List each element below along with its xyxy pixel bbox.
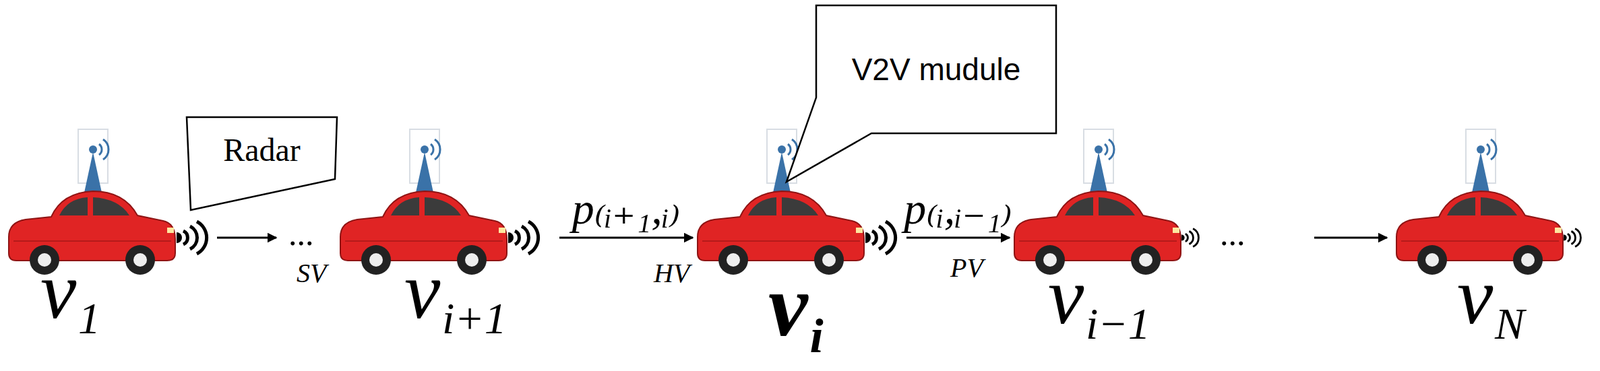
vehicle-symbol: v xyxy=(1457,251,1493,342)
vehicle-label: vi xyxy=(768,261,824,362)
vehicle-label: v1 xyxy=(40,250,101,342)
ellipsis: ... xyxy=(1219,217,1246,251)
callout-body: V2V mudule xyxy=(816,5,1057,134)
vehicle-symbol: v xyxy=(404,245,441,336)
callout-box: V2V mudule xyxy=(816,5,1057,134)
vehicle-symbol: v xyxy=(1048,251,1084,342)
vehicle-label: vN xyxy=(1457,256,1525,347)
vehicle: vi+1 xyxy=(336,128,560,273)
vehicle-index: 1 xyxy=(78,293,101,344)
link-arrow xyxy=(906,237,1010,240)
vehicle: v1 xyxy=(5,128,216,273)
vehicle: vi−1 xyxy=(1010,128,1207,273)
role-label: HV xyxy=(653,260,690,288)
vehicle-index: i xyxy=(809,308,823,364)
role-label: SV xyxy=(296,260,327,288)
vehicle-label: vi+1 xyxy=(404,250,507,342)
role-label: PV xyxy=(950,254,984,282)
vehicle: vi xyxy=(694,128,907,273)
radar-arrow xyxy=(217,237,277,240)
ellipsis: ... xyxy=(288,217,315,251)
vehicle-index: N xyxy=(1494,299,1525,349)
edge-label: p₍ᵢ,ᵢ₋₁₎ xyxy=(903,186,1013,232)
vehicle-index: i+1 xyxy=(442,293,507,344)
callout-box: Radar xyxy=(186,117,337,182)
edge-label: p₍ᵢ₊₁,ᵢ₎ xyxy=(572,186,681,232)
callout-text: Radar xyxy=(223,131,301,169)
vehicle-symbol: v xyxy=(40,245,77,336)
vehicle-label: vi−1 xyxy=(1048,256,1151,347)
callout-body: Radar xyxy=(186,117,337,182)
vehicle-pictures xyxy=(8,129,1581,275)
vehicle-symbol: v xyxy=(768,256,809,356)
link-arrow xyxy=(559,237,693,240)
vehicle-index: i−1 xyxy=(1085,299,1151,349)
vehicle: vN xyxy=(1393,128,1589,273)
chain-arrow xyxy=(1314,237,1388,240)
callout-text: V2V mudule xyxy=(851,51,1022,88)
